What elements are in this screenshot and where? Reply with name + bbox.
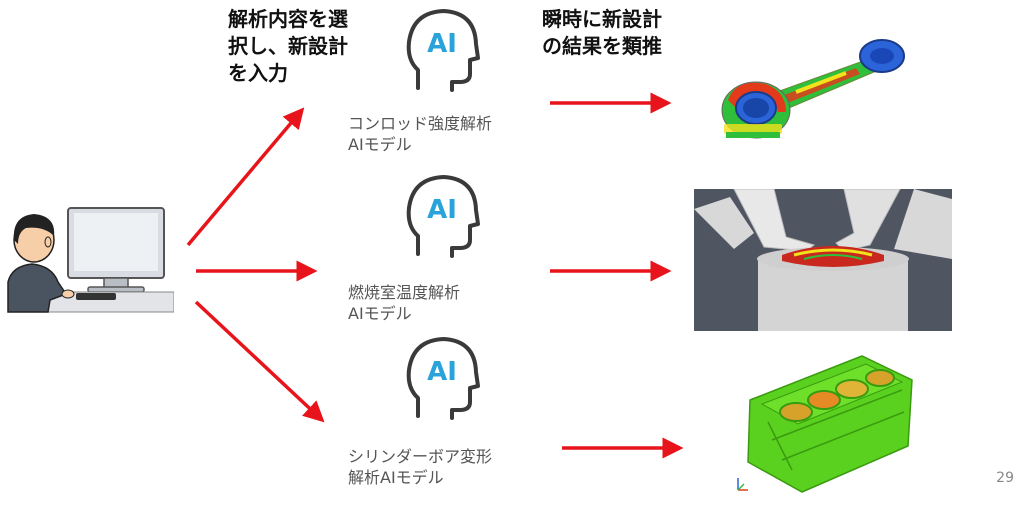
model-label-combustion: 燃焼室温度解析 AIモデル xyxy=(348,283,461,323)
user-at-computer-illustration xyxy=(7,207,174,313)
page-number: 29 xyxy=(996,470,1014,486)
result-cylinder-block-image xyxy=(737,355,913,493)
output-caption: 瞬時に新設計 の結果を類推 xyxy=(542,7,662,58)
ai-head-icon: AI xyxy=(406,175,480,258)
result-combustion-image xyxy=(694,189,952,331)
input-caption: 解析内容を選 択し、新設計 を入力 xyxy=(228,7,348,85)
ai-icon-text: AI xyxy=(427,357,457,387)
arrow-to-model-3 xyxy=(194,300,325,423)
result-conrod-image xyxy=(721,39,905,139)
ai-icon-text: AI xyxy=(427,29,457,59)
ai-head-icon: AI xyxy=(406,9,480,92)
ai-icon-text: AI xyxy=(427,195,457,225)
arrow-to-model-1 xyxy=(186,107,305,247)
model-label-cylinder-bore: シリンダーボア変形 解析AIモデル xyxy=(348,447,493,487)
model-label-conrod: コンロッド強度解析 AIモデル xyxy=(348,114,493,154)
axis-triad-icon xyxy=(737,478,748,491)
ai-head-icon: AI xyxy=(406,337,480,420)
